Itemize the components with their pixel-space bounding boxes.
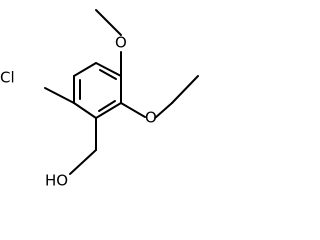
ring-bond-top-right <box>95 62 122 77</box>
ring-bond-right-lower <box>95 102 122 119</box>
ring-inner-double-top <box>99 69 117 80</box>
methoxy-oxygen-label: O <box>115 34 127 52</box>
methoxy-methyl-bond <box>95 9 122 36</box>
ethoxy-oxygen-label: O <box>145 109 157 127</box>
structure-canvas: O O Cl HO <box>0 9 199 190</box>
ethoxy-ring-bond <box>120 102 146 118</box>
ring-bond-top-left <box>73 62 97 77</box>
ring-bond-bottom-left <box>73 102 97 119</box>
chloro-bond <box>44 87 75 104</box>
chemical-structure-diagram: O O Cl HO <box>0 9 199 190</box>
ethoxy-ch2-bond <box>154 102 173 119</box>
hydroxyl-label: HO <box>45 172 68 190</box>
chloro-label: Cl <box>0 69 15 87</box>
ethoxy-ch3-bond <box>171 75 199 104</box>
ring-inner-double-bottom <box>98 100 116 112</box>
hydroxymethyl-oh-bond <box>69 149 97 175</box>
